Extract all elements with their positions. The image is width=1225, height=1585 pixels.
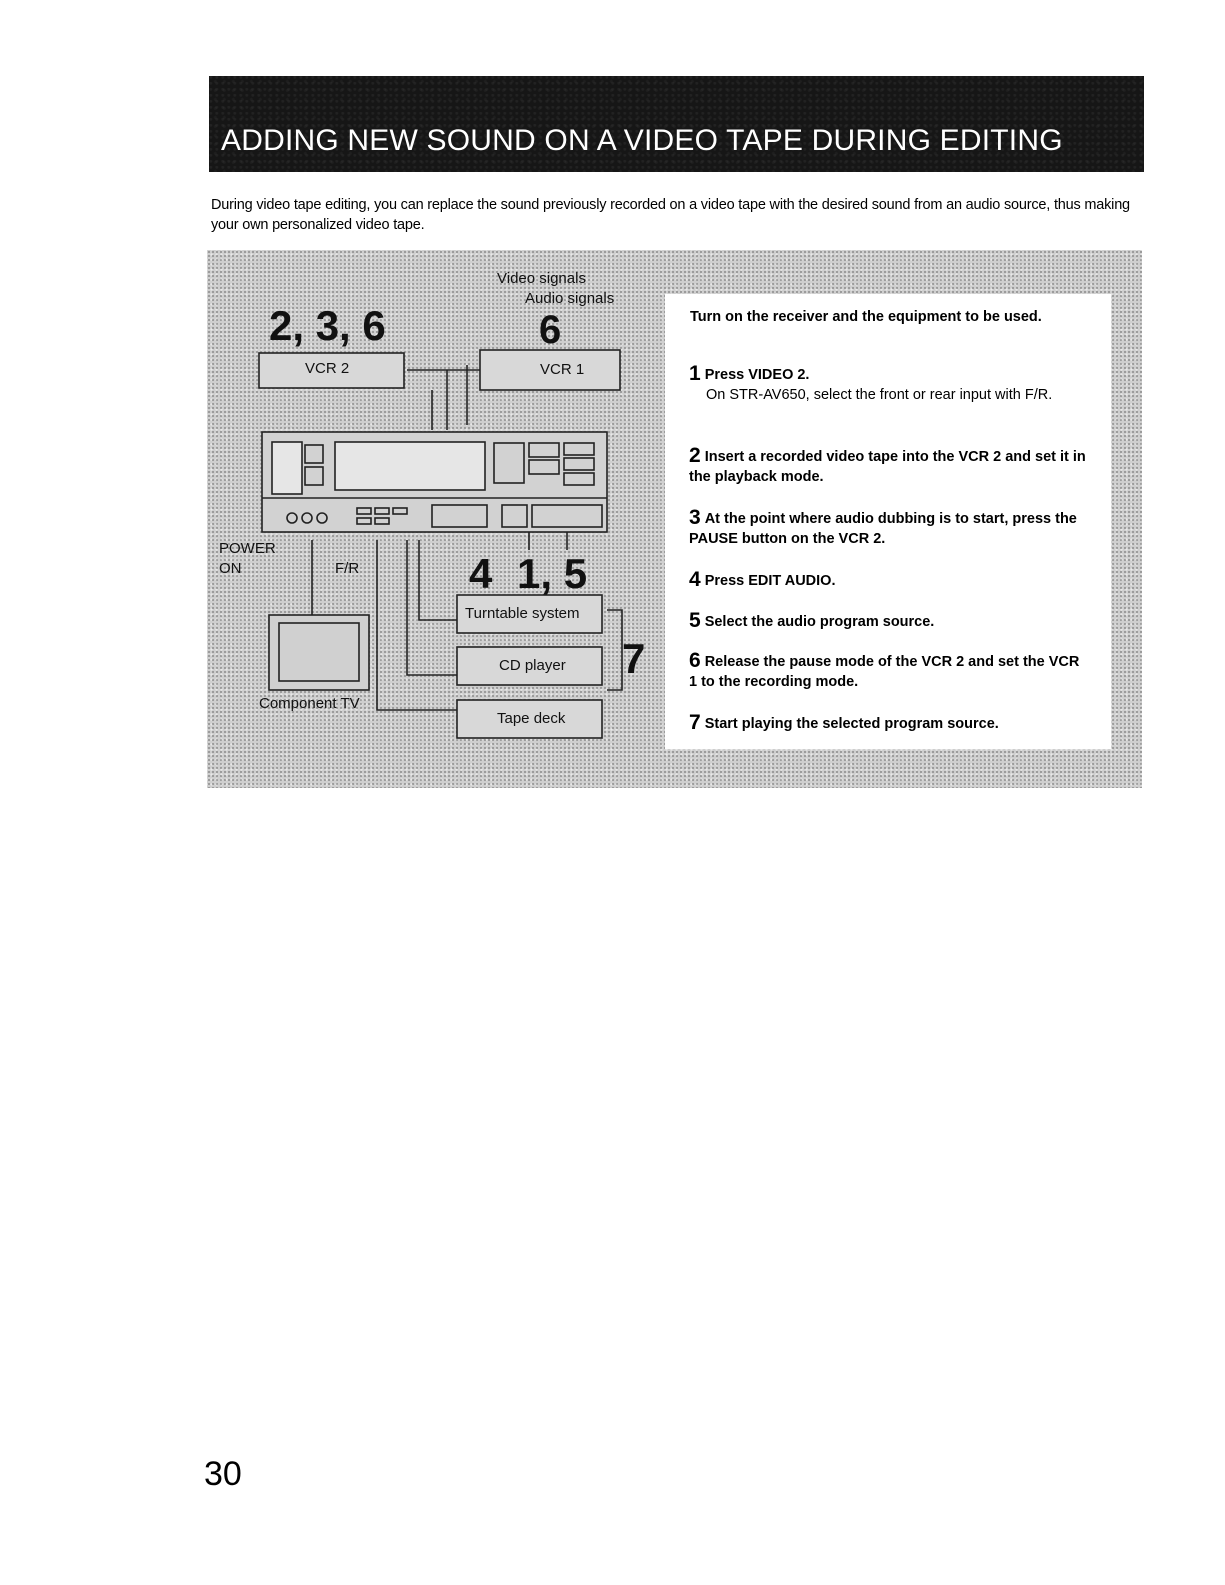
step-5-text: Select the audio program source. bbox=[704, 614, 935, 630]
component-tv-label: Component TV bbox=[259, 695, 360, 712]
vcr2-label: VCR 2 bbox=[305, 360, 350, 377]
cd-box bbox=[456, 646, 603, 686]
step-1-subtext: On STR-AV650, select the front or rear i… bbox=[706, 387, 1053, 403]
turntable-box bbox=[456, 594, 603, 634]
callout-4: 4 bbox=[469, 550, 493, 597]
fr-label: F/R bbox=[335, 560, 360, 577]
step-6-text: Release the pause mode of the VCR 2 and … bbox=[689, 654, 1080, 690]
instructions-intro: Turn on the receiver and the equipment t… bbox=[690, 309, 1042, 325]
step-4-number: 4 bbox=[689, 568, 701, 591]
audio-signals-legend: Audio signals bbox=[525, 290, 615, 307]
tv-box bbox=[268, 614, 370, 691]
callout-7: 7 bbox=[622, 635, 646, 682]
power-on-label: ON bbox=[219, 560, 242, 577]
step-3-text: At the point where audio dubbing is to s… bbox=[689, 511, 1077, 547]
step-7-text: Start playing the selected program sourc… bbox=[704, 716, 999, 732]
step-4-text: Press EDIT AUDIO. bbox=[704, 573, 836, 589]
vcr1-box bbox=[479, 349, 621, 391]
step-5-number: 5 bbox=[689, 609, 701, 632]
step-2-text: Insert a recorded video tape into the VC… bbox=[689, 449, 1086, 485]
page-number: 30 bbox=[204, 1455, 242, 1493]
tape-box bbox=[456, 699, 603, 739]
cd-player-label: CD player bbox=[499, 657, 566, 674]
step-1-number: 1 bbox=[689, 362, 701, 385]
instructions-panel: Turn on the receiver and the equipment t… bbox=[665, 294, 1111, 749]
step-1-text: Press VIDEO 2. bbox=[704, 367, 810, 383]
receiver-display bbox=[334, 441, 486, 491]
video-signals-legend: Video signals bbox=[497, 270, 586, 287]
diagram-drawing bbox=[258, 349, 623, 739]
vcr1-label: VCR 1 bbox=[540, 361, 585, 378]
turntable-label: Turntable system bbox=[465, 605, 580, 622]
step-7-number: 7 bbox=[689, 711, 701, 734]
callout-6: 6 bbox=[539, 308, 562, 352]
step-2-number: 2 bbox=[689, 444, 701, 467]
step-3-number: 3 bbox=[689, 506, 701, 529]
intro-paragraph: During video tape editing, you can repla… bbox=[211, 197, 1130, 233]
vcr2-box bbox=[258, 352, 405, 389]
power-label: POWER bbox=[219, 540, 276, 557]
tape-deck-label: Tape deck bbox=[497, 710, 566, 727]
step-6-number: 6 bbox=[689, 649, 701, 672]
page-title: ADDING NEW SOUND ON A VIDEO TAPE DURING … bbox=[221, 124, 1063, 157]
connection-diagram: Video signals Audio signals 2, 3, 6 6 4 … bbox=[207, 250, 1142, 788]
callout-1-5: 1, 5 bbox=[517, 550, 588, 597]
callout-2-3-6: 2, 3, 6 bbox=[269, 302, 386, 349]
title-banner: ADDING NEW SOUND ON A VIDEO TAPE DURING … bbox=[209, 76, 1144, 172]
